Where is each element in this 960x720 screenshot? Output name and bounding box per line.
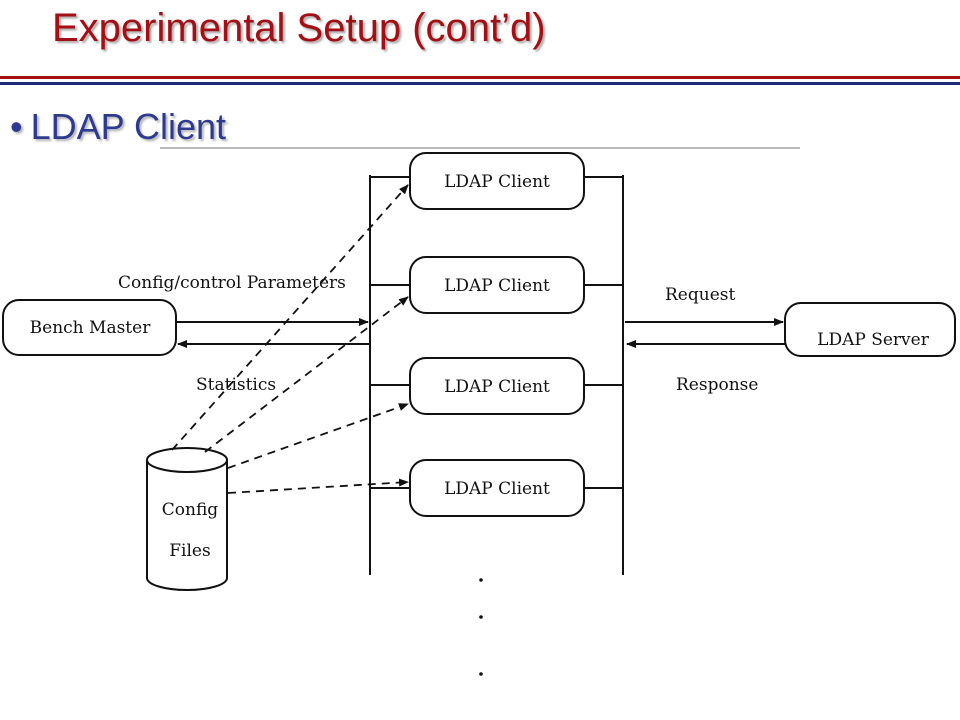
title-rule-blue	[0, 82, 960, 85]
ldap-client-label-1: LDAP Client	[444, 172, 550, 192]
ldap-client-label-3: LDAP Client	[444, 377, 550, 397]
bullet-text: LDAP Client	[30, 106, 227, 147]
config-parameters-label: Config/control Parameters	[118, 273, 346, 293]
ldap-client-label-2: LDAP Client	[444, 276, 550, 296]
config-files-cylinder: Config Files	[146, 447, 228, 591]
config-dashed-line-1	[171, 184, 409, 451]
title-rule-red	[0, 76, 960, 79]
config-dashed-line-4	[227, 478, 409, 494]
statistics-label: Statistics	[196, 375, 276, 395]
config-files-label-line1: Config	[162, 500, 219, 520]
config-dashed-line-3	[227, 403, 409, 469]
ldap-server-label: LDAP Server	[817, 330, 930, 350]
bench-master-label: Bench Master	[30, 318, 152, 338]
slide-title: Experimental Setup (cont’d)	[52, 6, 546, 50]
bullet-dot-icon: •	[10, 106, 23, 147]
ldap-server-box: LDAP Server	[784, 302, 956, 357]
bullet-item: •LDAP Client	[10, 106, 226, 148]
config-dashed-line-2	[204, 296, 409, 453]
request-label: Request	[665, 285, 735, 305]
ldap-client-box-3: LDAP Client	[409, 357, 585, 415]
response-label: Response	[676, 375, 758, 395]
ldap-client-box-1: LDAP Client	[409, 152, 585, 210]
ldap-client-label-4: LDAP Client	[444, 479, 550, 499]
ldap-client-box-4: LDAP Client	[409, 459, 585, 517]
continuation-dots	[479, 578, 483, 676]
bench-master-box: Bench Master	[2, 299, 177, 356]
config-files-label-line2: Files	[169, 541, 210, 561]
ldap-client-box-2: LDAP Client	[409, 256, 585, 314]
